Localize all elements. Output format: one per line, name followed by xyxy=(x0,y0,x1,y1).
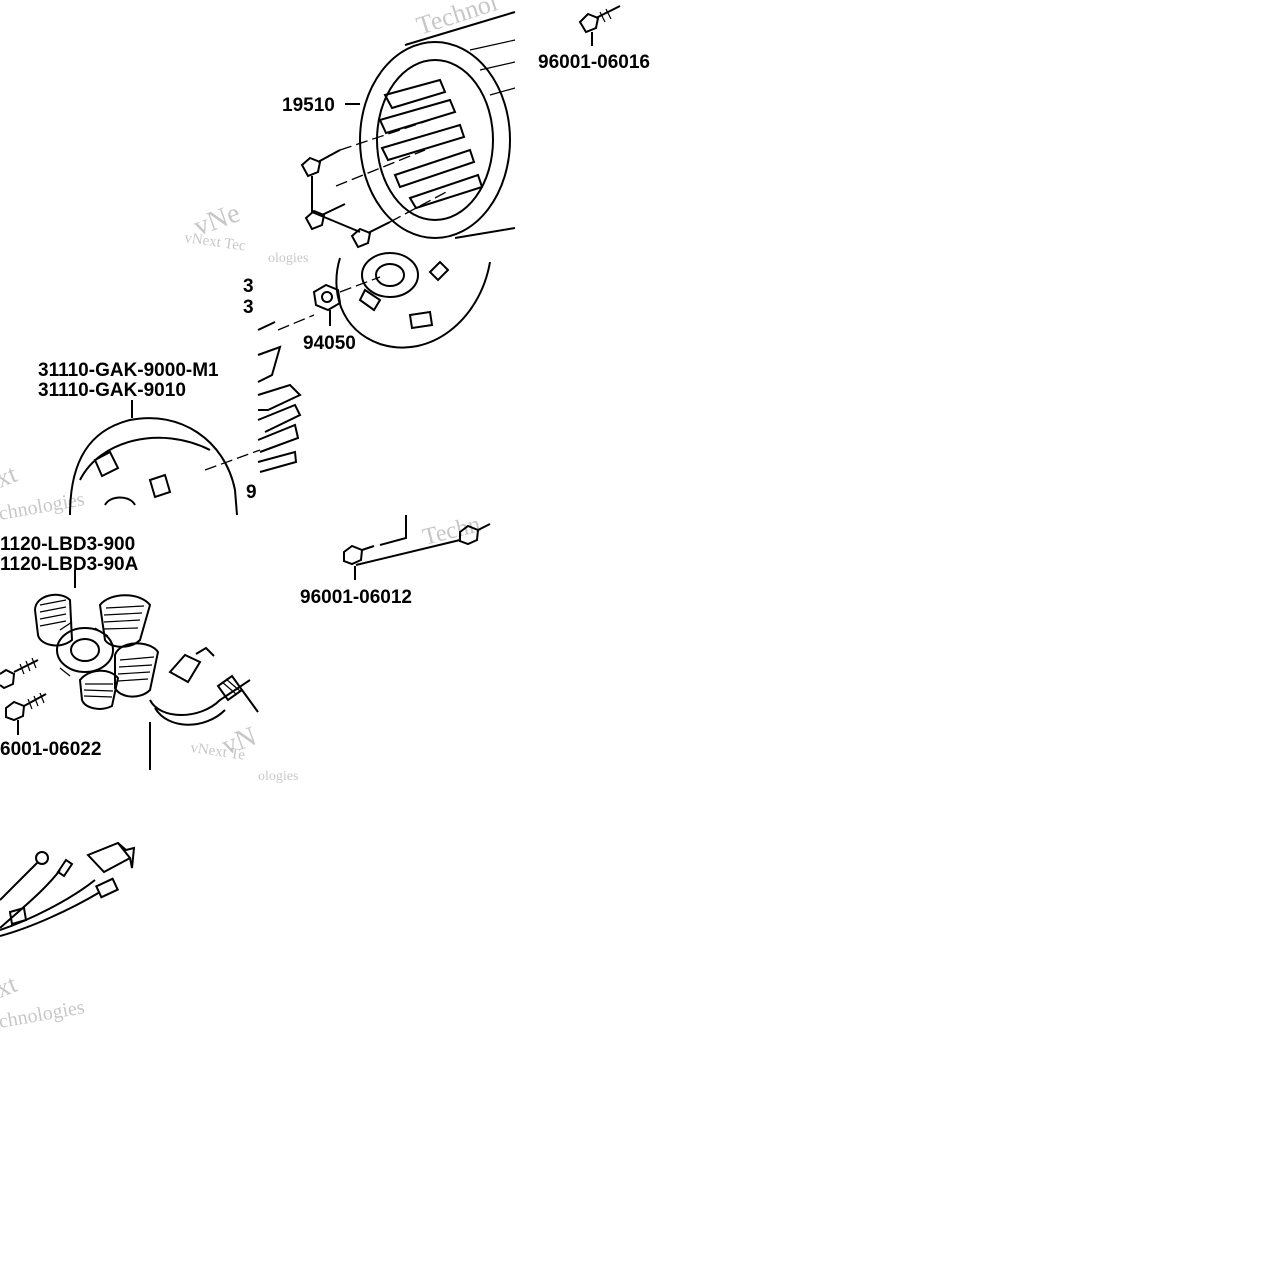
fan-fin-strip-drawing xyxy=(257,321,302,473)
wire-harness-drawing xyxy=(0,841,136,937)
watermark-group: Technol vNext Tec ologies vNe xt chnolog… xyxy=(0,0,501,1033)
label-flywheel-a-2: 31110-GAK-9010 xyxy=(38,380,186,401)
stator-drawing xyxy=(0,570,259,770)
watermark-text: ologies xyxy=(258,769,298,784)
watermark-text: ologies xyxy=(268,251,308,266)
watermark-text: vNe xyxy=(190,197,244,242)
pickup-screws-drawing xyxy=(343,515,491,580)
label-stator-screw: 6001-06022 xyxy=(0,739,101,760)
fan-cover-drawing xyxy=(345,11,516,239)
watermark-text: xt xyxy=(0,459,22,494)
label-stator-2: 1120-LBD3-90A xyxy=(0,554,139,575)
label-fan-screw: 96001-06016 xyxy=(538,52,650,73)
flywheel-left-drawing xyxy=(69,400,261,516)
label-flywheel-a-1: 31110-GAK-9000-M1 xyxy=(38,360,219,381)
watermark-text: chnologies xyxy=(0,488,86,525)
watermark-text: chnologies xyxy=(0,996,86,1033)
watermark-text: xt xyxy=(0,969,22,1004)
label-flywheel-nut: 94050 xyxy=(303,333,356,354)
label-pickup-screw: 96001-06012 xyxy=(300,587,412,608)
label-partial-top-1: 3 xyxy=(243,276,254,297)
label-fan-cover: 19510 xyxy=(282,95,335,116)
watermark-text: Techn xyxy=(420,511,483,550)
label-partial-top-2: 3 xyxy=(243,297,254,318)
fan-screw-drawing xyxy=(578,5,621,46)
cover-bolts-drawing xyxy=(300,119,451,249)
label-stator-1: 1120-LBD3-900 xyxy=(0,534,135,555)
label-partial-mid: 9 xyxy=(246,482,257,503)
watermark-text: vNext Te xyxy=(189,740,246,764)
flywheel-upper-drawing xyxy=(277,252,491,349)
